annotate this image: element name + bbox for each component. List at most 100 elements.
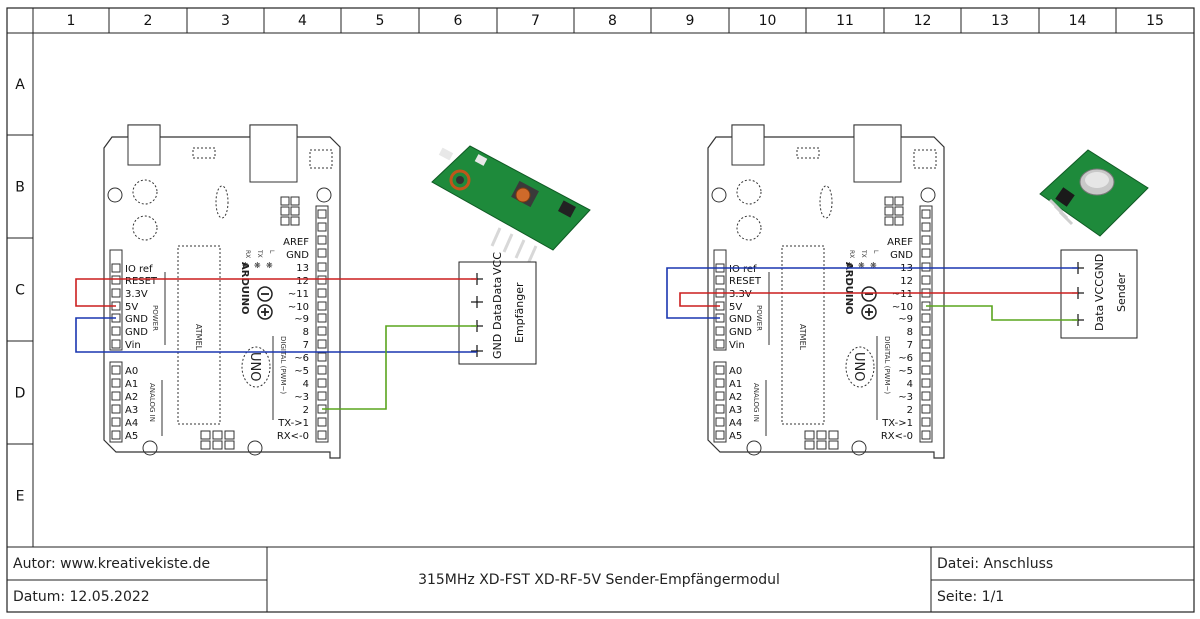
- svg-text:❋: ❋: [266, 261, 273, 270]
- power-pin-label: GND: [729, 327, 752, 338]
- arduino-logo-text: ARDUINO: [239, 262, 250, 314]
- power-pin-label: GND: [125, 314, 148, 325]
- digital-pin-label: ~6: [294, 353, 309, 364]
- receiver-pin-data-2: Data: [491, 277, 504, 303]
- led-label: RX: [848, 250, 855, 258]
- wire-data-green-right: [926, 305, 1078, 321]
- digital-pin-label: 4: [303, 379, 309, 390]
- digital-pin-label: ~5: [294, 366, 309, 377]
- power-pin-label: Vin: [125, 340, 141, 351]
- analog-header-label: ANALOG IN: [148, 383, 156, 422]
- digital-pin-label: ~9: [898, 314, 913, 325]
- column-label: 9: [686, 13, 695, 29]
- svg-text:❋: ❋: [242, 261, 249, 270]
- svg-text:❋: ❋: [254, 261, 261, 270]
- power-header-label: POWER: [755, 305, 763, 331]
- sender-pin-data: Data: [1093, 305, 1106, 331]
- power-header-label: POWER: [151, 305, 159, 331]
- wire-5v-red-right: [679, 292, 1078, 307]
- column-label: 2: [144, 13, 153, 29]
- power-pin-label: 3.3V: [125, 289, 148, 300]
- svg-text:❋: ❋: [858, 261, 865, 270]
- row-label: B: [15, 180, 25, 196]
- wire-gnd-blue-left: [75, 317, 477, 353]
- sender-pin-gnd: GND: [1093, 254, 1106, 279]
- row-label: C: [15, 283, 25, 299]
- digital-pin-label: TX->1: [881, 418, 913, 429]
- analog-pin-label: A0: [125, 366, 138, 377]
- digital-pin-label: ~11: [288, 289, 309, 300]
- column-label: 15: [1146, 13, 1164, 29]
- digital-pin-label: 7: [303, 340, 309, 351]
- power-pin-label: GND: [125, 327, 148, 338]
- column-label: 13: [991, 13, 1009, 29]
- svg-text:❋: ❋: [870, 261, 877, 270]
- digital-pin-label: 13: [296, 263, 309, 274]
- digital-header-label: DIGITAL (PWM~): [883, 336, 891, 394]
- digital-pin-label: AREF: [887, 237, 913, 248]
- analog-pin-label: A4: [729, 418, 742, 429]
- analog-pin-label: A0: [729, 366, 742, 377]
- column-label: 6: [454, 13, 463, 29]
- led-label: TX: [860, 249, 867, 258]
- power-pin-label: IO ref: [125, 264, 153, 275]
- wire-5v-red-left: [75, 278, 477, 307]
- digital-pin-label: 2: [303, 405, 309, 416]
- power-pin-label: IO ref: [729, 264, 757, 275]
- power-pin-label: Vin: [729, 340, 745, 351]
- title-block: [7, 546, 1194, 612]
- column-label: 5: [376, 13, 385, 29]
- power-pin-label: RESET: [125, 276, 158, 287]
- file-label: Datei: Anschluss: [937, 556, 1054, 572]
- led-label: L: [268, 250, 275, 254]
- analog-pin-label: A1: [125, 379, 138, 390]
- wires-right: [666, 267, 1078, 321]
- date-label: Datum: 12.05.2022: [13, 588, 150, 605]
- digital-pin-label: ~5: [898, 366, 913, 377]
- power-pin-label: GND: [729, 314, 752, 325]
- power-pin-label: RESET: [729, 276, 762, 287]
- column-label: 14: [1069, 13, 1087, 29]
- receiver-module-image: [431, 145, 591, 265]
- author-label: Autor: www.kreativekiste.de: [13, 556, 211, 572]
- receiver-pin-vcc: VCC: [491, 252, 504, 275]
- led-label: L: [872, 250, 879, 254]
- receiver-pin-gnd: GND: [491, 334, 504, 359]
- wires-left: [75, 278, 477, 410]
- atmel-chip-label: ATMEL: [194, 324, 203, 351]
- led-label: RX: [244, 250, 251, 258]
- analog-pin-label: A3: [125, 405, 138, 416]
- column-label: 1: [67, 13, 76, 29]
- analog-header-label: ANALOG IN: [752, 383, 760, 422]
- digital-pin-label: AREF: [283, 237, 309, 248]
- digital-pin-label: ~10: [892, 302, 913, 313]
- digital-pin-label: 8: [303, 327, 309, 338]
- digital-pin-label: 12: [296, 276, 309, 287]
- arduino-logo-text: ARDUINO: [843, 262, 854, 314]
- digital-pin-label: 2: [907, 405, 913, 416]
- column-label: 12: [914, 13, 932, 29]
- power-pin-label: 5V: [125, 302, 138, 313]
- digital-pin-label: RX<-0: [881, 431, 913, 442]
- digital-pin-label: ~3: [898, 392, 913, 403]
- row-label: A: [15, 77, 25, 93]
- column-label: 10: [759, 13, 777, 29]
- page-label: Seite: 1/1: [937, 588, 1005, 605]
- power-pin-label: 5V: [729, 302, 742, 313]
- analog-pin-label: A3: [729, 405, 742, 416]
- digital-header-label: DIGITAL (PWM~): [279, 336, 287, 394]
- atmel-chip-label: ATMEL: [798, 324, 807, 351]
- column-label: 3: [221, 13, 230, 29]
- uno-text: UNO: [851, 352, 866, 381]
- sender-box: Data VCC GND Sender: [1060, 249, 1138, 339]
- analog-pin-label: A2: [125, 392, 138, 403]
- receiver-pin-data-1: Data: [491, 304, 504, 330]
- analog-pin-label: A5: [125, 431, 138, 442]
- digital-pin-label: ~10: [288, 302, 309, 313]
- digital-pin-label: ~3: [294, 392, 309, 403]
- digital-pin-label: ~6: [898, 353, 913, 364]
